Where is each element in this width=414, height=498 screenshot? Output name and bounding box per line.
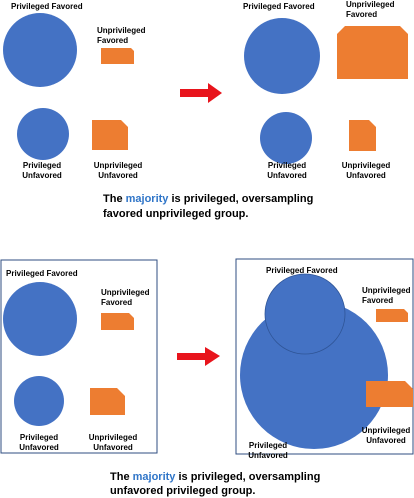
bottom-after-privileged-favored-circle [264,273,346,355]
bottom-before-unprivileged-favored-label-2: Favored [101,298,133,307]
bottom-after-frame [235,258,414,455]
bottom-after-unprivileged-favored-shape [376,309,408,322]
top-after-unprivileged-favored-shape [337,26,408,79]
bottom-after-unprivileged-unfavored-label-1: Unprivileged [361,426,411,435]
top-after-unprivileged-unfavored-shape [349,120,376,151]
bottom-before-privileged-unfavored-label-1: Privileged [19,433,59,442]
top-after-unprivileged-favored-label-2: Favored [346,10,378,19]
bottom-caption-highlight: majority [132,471,176,483]
bottom-after-privileged-favored-label: Privileged Favored [266,266,338,275]
top-after-privileged-unfavored-label-2: Unfavored [267,171,307,180]
top-before-unprivileged-unfavored-shape [92,120,128,150]
bottom-caption-pre: The [110,471,133,483]
bottom-after-privileged-unfavored-label-1: Privileged [248,441,288,450]
top-caption-line-2: favored unprivileged group. [103,208,249,220]
top-after-privileged-favored-label: Privileged Favored [243,2,315,11]
top-before-privileged-unfavored-label-2: Unfavored [22,171,62,180]
bottom-after-privileged-unfavored-label-2: Unfavored [248,451,288,460]
bottom-before-unprivileged-favored-label-1: Unprivileged [101,288,150,297]
bottom-before-unprivileged-favored-shape [101,313,134,330]
bottom-caption-line-1: The majority is privileged, oversampling [110,470,320,484]
top-before-privileged-favored-circle [3,13,77,87]
top-after-unprivileged-unfavored-label-2: Unfavored [346,171,386,180]
bottom-before-unprivileged-unfavored-label-2: Unfavored [93,443,133,452]
bottom-arrow [177,347,220,366]
top-arrow [180,83,222,103]
top-before-unprivileged-favored-label-2: Favored [97,36,129,45]
bottom-before-privileged-favored-circle [3,282,77,356]
top-before-privileged-unfavored-label-1: Privileged [22,161,62,170]
top-before-unprivileged-favored-shape [101,48,134,64]
bottom-after-unprivileged-favored-label-1: Unprivileged [362,286,411,295]
top-before-privileged-favored-label: Privileged Favored [11,2,83,11]
bottom-after-unprivileged-unfavored-shape [366,381,413,407]
top-after-unprivileged-unfavored-label-1: Unprivileged [341,161,391,170]
top-before-unprivileged-unfavored-label-2: Unfavored [98,171,138,180]
top-after-unprivileged-favored-label-1: Unprivileged [346,0,395,9]
top-caption-highlight: majority [125,193,169,205]
top-caption-line-1: The majority is privileged, oversampling [103,192,313,206]
top-before-unprivileged-unfavored-label-1: Unprivileged [93,161,143,170]
bottom-after-unprivileged-unfavored-label-2: Unfavored [366,436,406,445]
top-after-privileged-unfavored-circle [260,112,312,164]
top-before-unprivileged-favored-label-1: Unprivileged [97,26,146,35]
bottom-before-privileged-favored-label: Privileged Favored [6,269,78,278]
top-after-privileged-favored-circle [244,18,320,94]
bottom-caption-post: is privileged, oversampling [175,471,321,483]
top-after-privileged-unfavored-label-1: Privileged [267,161,307,170]
top-before-privileged-unfavored-circle [17,108,69,160]
bottom-caption-line-2: unfavored privileged group. [110,485,256,497]
bottom-before-unprivileged-unfavored-label-1: Unprivileged [88,433,138,442]
bottom-before-privileged-unfavored-label-2: Unfavored [19,443,59,452]
top-caption-pre: The [103,193,126,205]
top-caption-post: is privileged, oversampling [168,193,314,205]
bottom-before-frame [0,259,158,454]
bottom-before-privileged-unfavored-circle [14,376,64,426]
bottom-before-unprivileged-unfavored-shape [90,388,125,415]
bottom-after-unprivileged-favored-label-2: Favored [362,296,394,305]
